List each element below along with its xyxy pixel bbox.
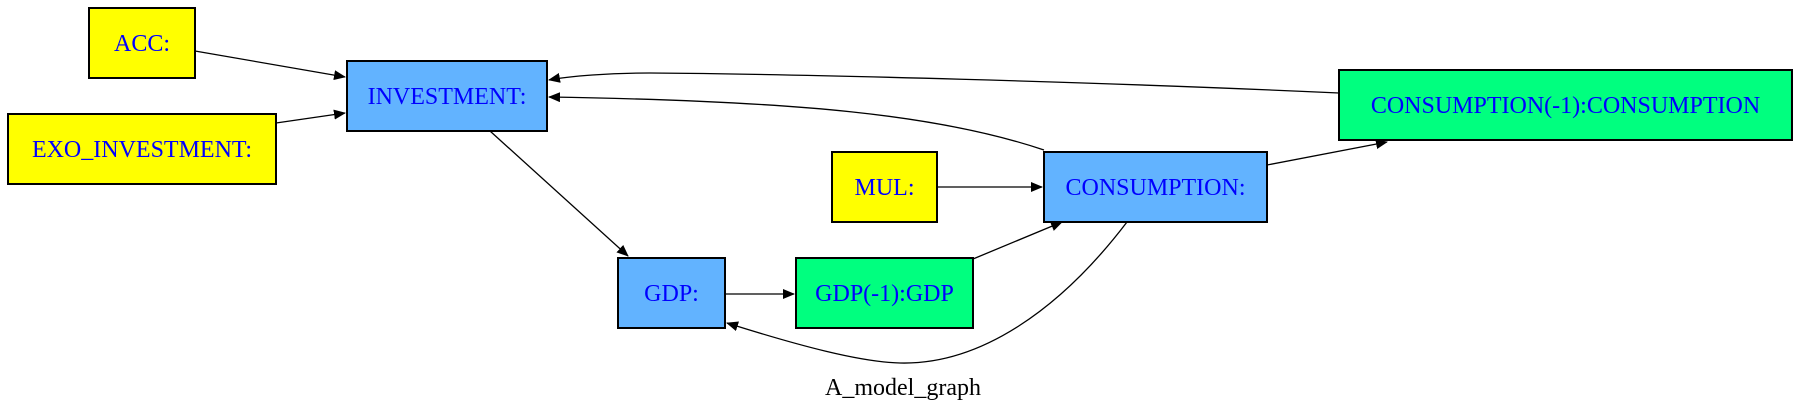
edge-acc-to-investment [194, 50, 346, 81]
node-gdp[interactable]: GDP: [617, 257, 726, 329]
node-box [1043, 151, 1268, 223]
edge-investment-to-gdp [489, 130, 629, 257]
node-box [831, 151, 938, 223]
edge-consumption-to-gdp [726, 221, 1128, 364]
node-label: EXO_INVESTMENT: [32, 137, 252, 163]
node-label: GDP: [644, 281, 699, 307]
edges-layer [194, 50, 1388, 364]
node-mul[interactable]: MUL: [831, 151, 938, 223]
node-box [795, 257, 974, 329]
node-investment[interactable]: INVESTMENT: [346, 60, 548, 132]
edge-consumption-to-investment [548, 92, 1045, 151]
node-label: GDP(-1):GDP [815, 281, 954, 307]
node-box [7, 113, 277, 185]
node-box [88, 7, 196, 79]
node-consumption-lag[interactable]: CONSUMPTION(-1):CONSUMPTION [1338, 69, 1793, 141]
node-exo-investment[interactable]: EXO_INVESTMENT: [7, 113, 277, 185]
edge-consumption-lag-to-investment [548, 72, 1340, 94]
edge-exo-investment-to-investment [275, 109, 346, 124]
edge-consumption-to-consumption-lag [1266, 139, 1388, 166]
edge-gdp-lag-to-consumption [972, 221, 1063, 260]
node-box [617, 257, 726, 329]
node-gdp-lag[interactable]: GDP(-1):GDP [795, 257, 974, 329]
graph-caption: A_model_graph [825, 375, 981, 401]
node-label: INVESTMENT: [368, 84, 527, 110]
nodes-layer: ACC: EXO_INVESTMENT: INVESTMENT: MUL: CONSUM… [7, 7, 1793, 329]
node-acc[interactable]: ACC: [88, 7, 196, 79]
node-consumption[interactable]: CONSUMPTION: [1043, 151, 1268, 223]
node-box [1338, 69, 1793, 141]
node-label: CONSUMPTION: [1065, 175, 1245, 201]
node-box [346, 60, 548, 132]
node-label: ACC: [114, 31, 170, 57]
node-label: CONSUMPTION(-1):CONSUMPTION [1371, 93, 1760, 119]
node-label: MUL: [855, 175, 915, 201]
